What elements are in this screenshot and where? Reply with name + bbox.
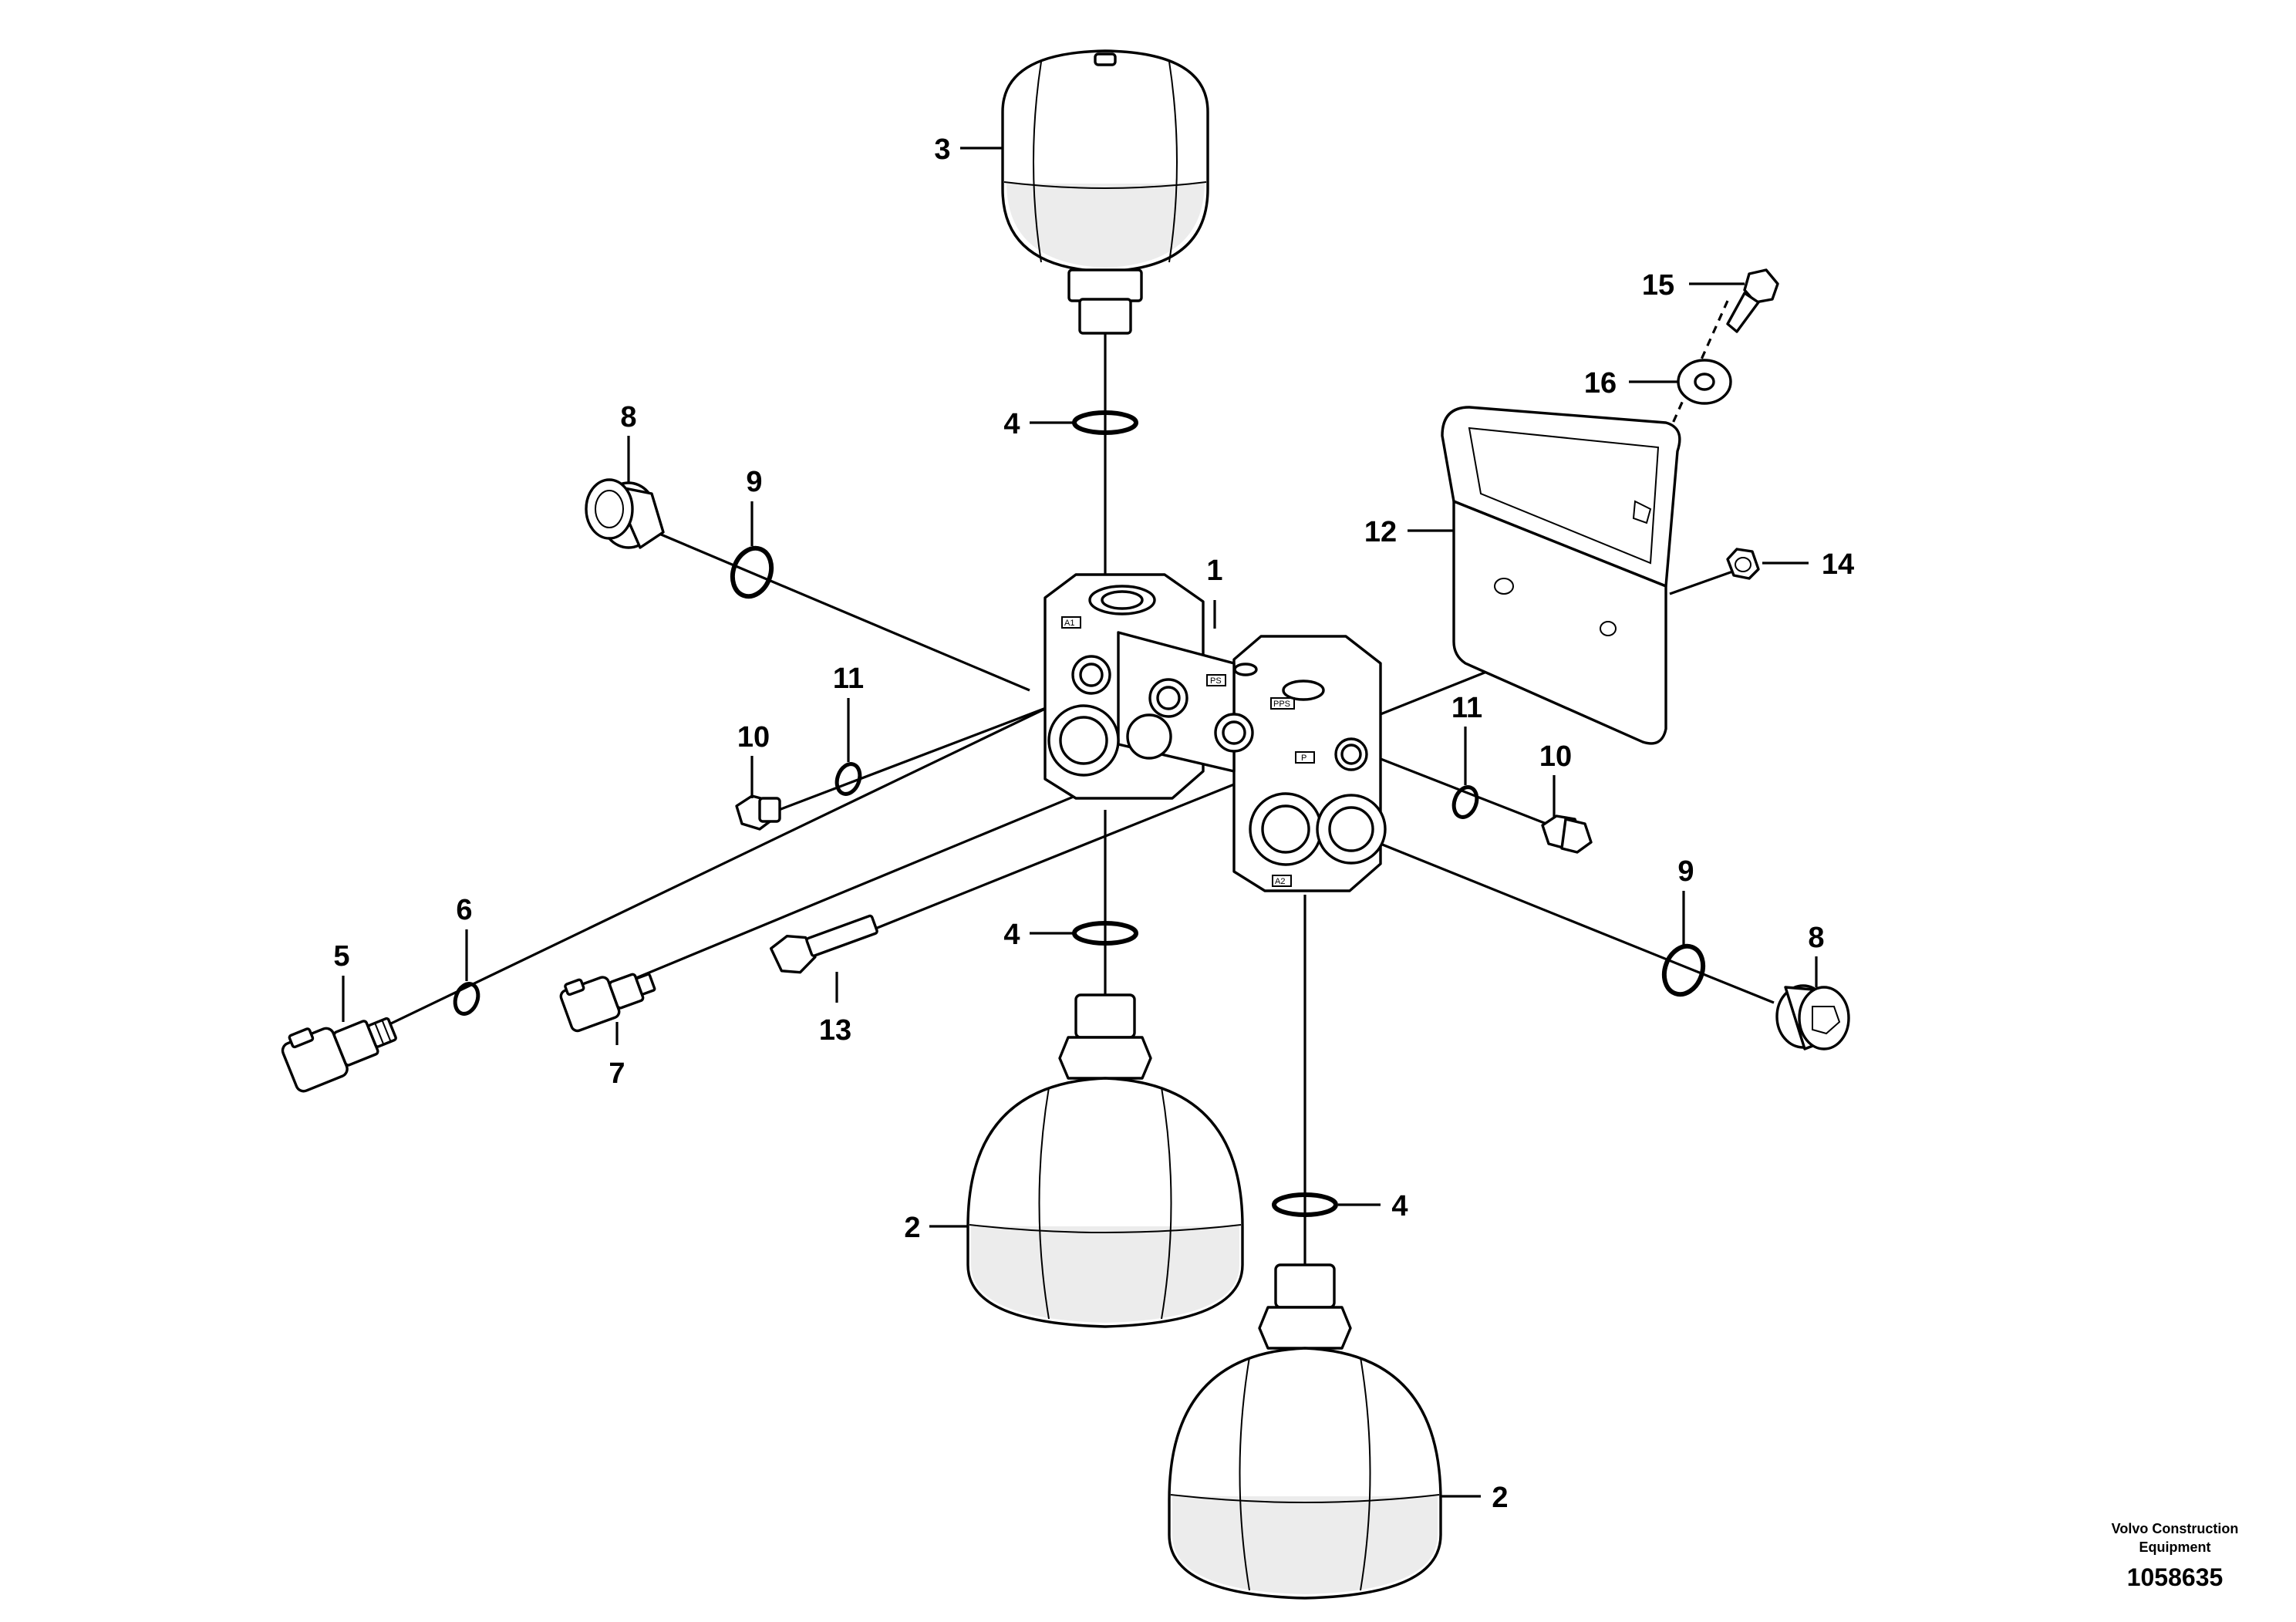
o-ring-top — [1072, 410, 1138, 435]
accumulator-lower-left — [966, 993, 1244, 1328]
plug-right — [1775, 984, 1850, 1050]
o-ring-9-right — [1661, 943, 1706, 997]
o-ring-lower-right — [1272, 1192, 1338, 1217]
publisher-name-line2: Equipment — [2139, 1539, 2211, 1555]
port-labels: A1 PS PPS P A2 — [1064, 619, 1306, 886]
callout-7: 7 — [609, 1057, 625, 1090]
callout-leaders — [342, 147, 1818, 1498]
seal-11-left — [834, 762, 862, 796]
bolt-13 — [769, 914, 878, 974]
pressure-sensor-5 — [281, 1017, 397, 1093]
port-label-pps: PPS — [1273, 700, 1290, 709]
callout-1: 1 — [1206, 555, 1222, 587]
callout-12: 12 — [1364, 516, 1397, 548]
valve-block — [1043, 573, 1387, 892]
screw-15 — [1726, 268, 1779, 333]
seal-6 — [453, 982, 480, 1016]
assembly-axis-lines — [369, 300, 1775, 1265]
port-label-a1: A1 — [1064, 619, 1074, 628]
callout-4-middle: 4 — [1003, 919, 1020, 951]
callout-4-top: 4 — [1003, 408, 1020, 440]
callouts: 3 4 4 4 2 2 1 8 9 10 11 11 10 9 8 6 5 7 … — [333, 133, 1854, 1514]
washer-16 — [1677, 359, 1732, 405]
publisher-block: Volvo Construction Equipment — [2082, 1519, 2267, 1556]
callout-2-left: 2 — [904, 1212, 920, 1244]
callout-6: 6 — [456, 894, 472, 926]
callout-13: 13 — [819, 1014, 851, 1047]
nut-14 — [1726, 548, 1760, 580]
seal-11-right — [1451, 785, 1479, 819]
port-label-a2: A2 — [1275, 877, 1285, 886]
plug-left — [585, 478, 665, 549]
callout-9-right: 9 — [1677, 855, 1694, 888]
callout-9-left: 9 — [746, 466, 762, 498]
plug-10-left — [735, 794, 781, 831]
callout-16: 16 — [1584, 367, 1617, 400]
port-label-p: P — [1301, 754, 1306, 763]
callout-10-left: 10 — [737, 721, 770, 754]
callout-4-lower-right: 4 — [1391, 1190, 1408, 1222]
callout-2-right: 2 — [1492, 1482, 1508, 1514]
port-label-ps: PS — [1210, 676, 1222, 686]
plug-10-right — [1541, 814, 1593, 854]
callout-3: 3 — [934, 133, 950, 166]
callout-10-right: 10 — [1539, 740, 1572, 773]
sensor-7 — [559, 973, 656, 1033]
bracket-12 — [1441, 406, 1681, 745]
callout-11-right: 11 — [1451, 692, 1482, 724]
accumulator-lower-right — [1168, 1263, 1442, 1600]
callout-15: 15 — [1642, 269, 1674, 302]
o-ring-9-left — [730, 545, 774, 599]
callout-8-right: 8 — [1808, 922, 1824, 954]
o-ring-middle — [1072, 921, 1138, 946]
drawing-number: 1058635 — [2126, 1563, 2224, 1591]
publisher-name-line1: Volvo Construction — [2111, 1521, 2239, 1536]
callout-8-left: 8 — [620, 401, 636, 433]
accumulator-top — [1001, 49, 1209, 335]
callout-11-left: 11 — [833, 663, 864, 695]
callout-14: 14 — [1822, 548, 1854, 581]
callout-5: 5 — [333, 940, 349, 973]
